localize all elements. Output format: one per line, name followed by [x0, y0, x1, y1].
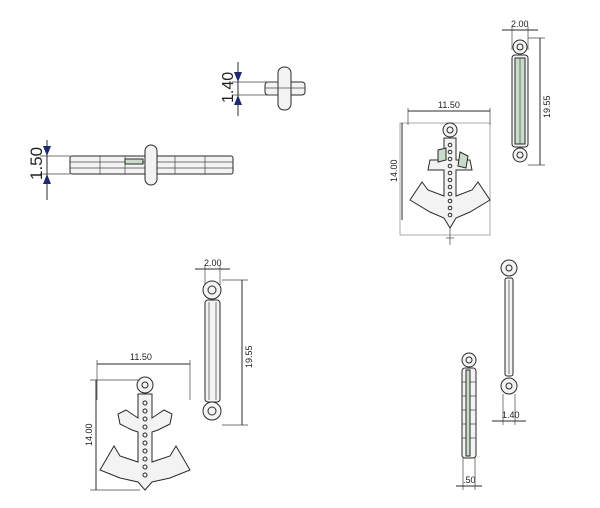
side-view: 1.40 .50	[456, 259, 526, 490]
dim-bar-width-top: 2.00	[511, 19, 529, 29]
dim-anchor-width-top: 11.50	[438, 100, 460, 110]
dim-anchor-width-bottom: 11.50	[130, 352, 152, 362]
top-anchor-view: 11.50 14.00	[389, 100, 491, 245]
dim-bar-length-bottom: 19.55	[244, 345, 254, 368]
dim-anchor-height-bottom: 14.00	[84, 423, 94, 446]
dim-side-thickness: .50	[463, 475, 476, 485]
pin-view: 1.40	[220, 62, 306, 116]
bottom-anchor-view: 11.50 14.00	[84, 352, 191, 491]
top-bar-view: 2.00 19.55	[502, 19, 552, 166]
chain-dots-top	[447, 142, 453, 218]
dim-pin-height: 1.40	[220, 72, 237, 103]
dim-anchor-height-top: 14.00	[389, 159, 399, 182]
chain-dots-bottom	[142, 400, 148, 478]
dim-bar-length-top: 19.55	[542, 95, 552, 118]
dim-bar-thickness: 1.50	[27, 147, 46, 180]
horizontal-bar-view: 1.50	[27, 140, 234, 200]
dim-bar-width-bottom: 2.00	[204, 258, 222, 268]
bottom-bar-view: 2.00 19.55	[195, 258, 254, 426]
dim-side-ring: 1.40	[502, 410, 520, 420]
